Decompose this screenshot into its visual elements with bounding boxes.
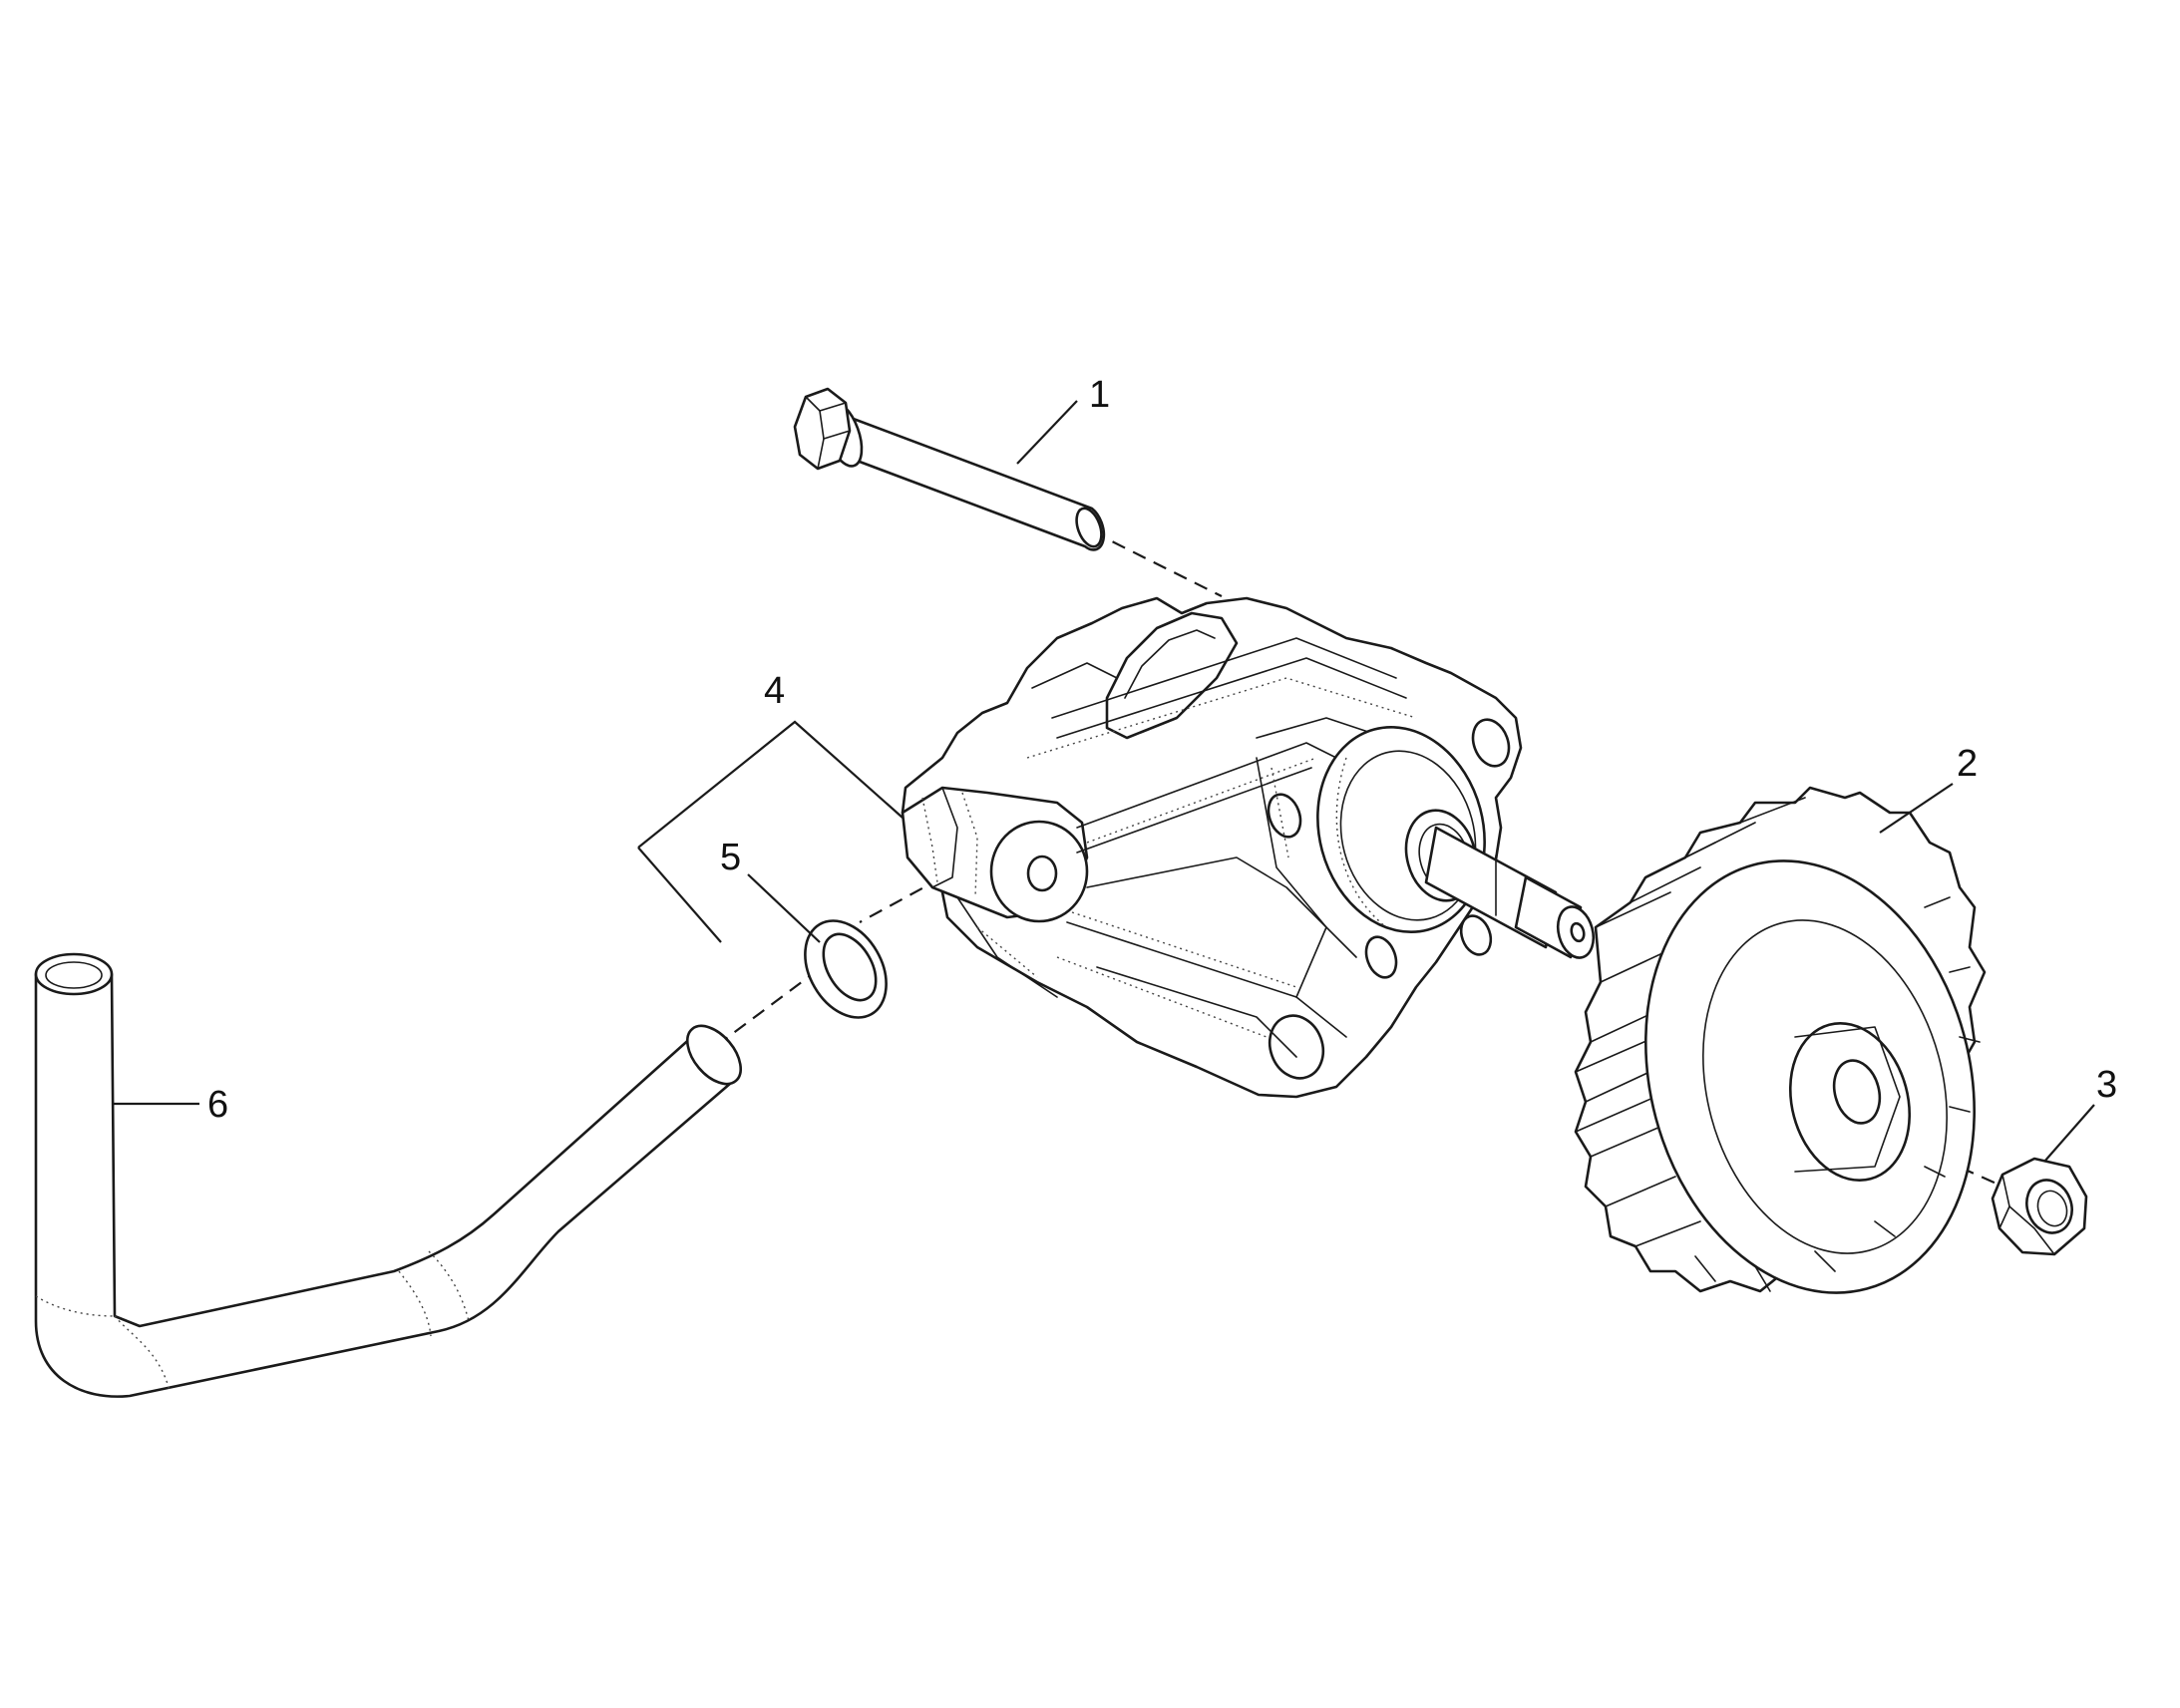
callout-6: 6 (207, 1084, 228, 1126)
washer (804, 919, 888, 1019)
callout-4: 4 (764, 670, 785, 712)
suction-pipe (34, 952, 742, 1398)
leader-lines (114, 400, 2095, 1163)
callout-3: 3 (2096, 1064, 2117, 1106)
hex-nut (1991, 1157, 2088, 1256)
callout-1: 1 (1089, 374, 1110, 416)
callout-2: 2 (1957, 743, 1978, 785)
callout-labels: 1 2 3 4 5 6 (207, 374, 2117, 1126)
callout-5: 5 (720, 837, 741, 878)
bolt (793, 387, 1106, 551)
helical-gear (1574, 786, 1987, 1294)
oil-pump-housing (901, 596, 1596, 1099)
